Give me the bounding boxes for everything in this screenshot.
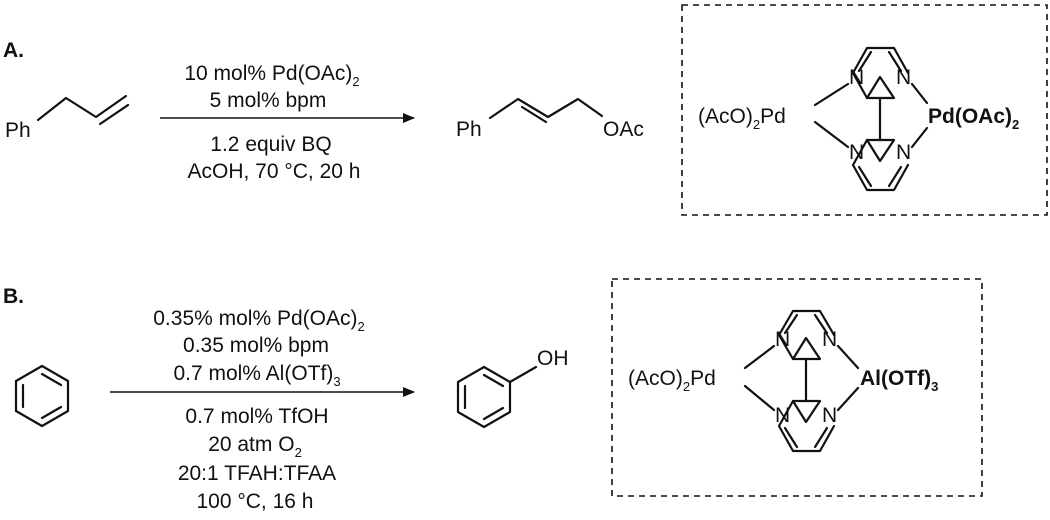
n-atom-b-ul: N	[775, 328, 790, 351]
panel-b-label: B.	[3, 285, 24, 308]
phenol: OH	[456, 347, 569, 429]
upper-pyrimidine-double-bonds	[857, 50, 903, 73]
n-atom-lr: N	[896, 141, 911, 164]
cinnamyl-double-bond	[520, 105, 548, 124]
cinnamyl-ph-label: Ph	[456, 118, 482, 141]
lower-pyrimidine-b-bonds	[777, 399, 836, 453]
bpm-lower-bridge-bonds	[865, 138, 896, 163]
allyl-chain-bonds	[36, 94, 128, 122]
benzene-ring	[14, 364, 70, 428]
bpm-pd-al-complex: N N N N (AcO)2Pd Al(OTf)3	[611, 278, 983, 497]
conditions-a-line1: 10 mol% Pd(OAc)2	[184, 62, 359, 89]
al-label: Al(OTf)3	[860, 367, 938, 394]
phenol-oh-label: OH	[537, 347, 569, 370]
panel-a-label: A.	[3, 39, 24, 62]
conditions-b-line4: 0.7 mol% TfOH	[185, 405, 328, 428]
complex-a-box	[681, 4, 1048, 216]
conditions-b-line2: 0.35 mol% bpm	[183, 334, 329, 357]
panel-b: B. 0.35% mol% Pd(OAc)2 0.35 mol% bpm 0.7…	[3, 278, 983, 513]
conditions-a-line3: 1.2 equiv BQ	[210, 133, 331, 156]
benzene	[14, 364, 70, 428]
upper-pyrimidine-b-double-bonds	[783, 313, 829, 335]
n-atom-ll: N	[849, 141, 864, 164]
left-pd-label: (AcO)2Pd	[698, 105, 786, 132]
phenol-double-bonds	[463, 373, 505, 421]
al-coordination-bonds	[836, 344, 860, 412]
upper-pyrimidine-bonds	[851, 46, 910, 100]
lower-pyrimidine-bonds	[851, 138, 910, 192]
conditions-b-line6: 20:1 TFAH:TFAA	[178, 462, 336, 485]
complex-b-structure	[743, 309, 860, 453]
conditions-a-line2: 5 mol% bpm	[210, 89, 327, 112]
cinnamyl-chain-bonds	[488, 97, 604, 120]
allylbenzene: Ph	[5, 94, 130, 142]
bpm-b-bridge-bonds	[791, 336, 822, 361]
reaction-arrow-a: 10 mol% Pd(OAc)2 5 mol% bpm 1.2 equiv BQ…	[160, 62, 415, 183]
cinnamyl-acetate: Ph OAc	[456, 97, 644, 141]
conditions-b-line5: 20 atm O2	[208, 433, 302, 460]
allyl-double-bond	[98, 103, 130, 126]
phenol-c-o-bond	[508, 365, 538, 384]
conditions-a-line4: AcOH, 70 °C, 20 h	[188, 160, 361, 183]
n-atom-ur: N	[896, 66, 911, 89]
n-atom-ul: N	[849, 66, 864, 89]
n-atom-b-lr: N	[822, 404, 837, 427]
bpm-bridge-bonds	[865, 75, 896, 100]
panel-a: A. Ph 10 mol% Pd(OAc)2 5 mol% bpm 1.2 eq…	[3, 4, 1048, 216]
n-atom-b-ur: N	[822, 328, 837, 351]
left-pd-coordination-bonds	[813, 82, 850, 149]
complex-a-structure	[813, 46, 929, 192]
right-pd-label: Pd(OAc)2	[928, 105, 1019, 132]
benzene-double-bonds	[21, 372, 63, 420]
conditions-b-line3: 0.7 mol% Al(OTf)3	[173, 362, 340, 389]
reaction-arrow-b: 0.35% mol% Pd(OAc)2 0.35 mol% bpm 0.7 mo…	[110, 307, 415, 513]
right-pd-coordination-bonds	[910, 82, 929, 149]
pd-coordination-bonds-b	[743, 344, 776, 412]
lower-pyrimidine-b-double-bonds	[783, 426, 829, 449]
complex-b-box	[611, 278, 983, 497]
conditions-b-line1: 0.35% mol% Pd(OAc)2	[153, 307, 364, 334]
conditions-b-line7: 100 °C, 16 h	[197, 490, 314, 513]
n-atom-b-ll: N	[775, 404, 790, 427]
lower-pyrimidine-double-bonds	[857, 165, 903, 188]
pd-label-b: (AcO)2Pd	[628, 367, 716, 394]
cinnamyl-oac-label: OAc	[603, 118, 644, 141]
bpm-b-lower-bridge-bonds	[791, 399, 822, 424]
allylbenzene-ph-label: Ph	[5, 119, 31, 142]
bpm-pd-pd-complex: N N N N (AcO)2Pd Pd(OAc)2	[681, 4, 1048, 216]
upper-pyrimidine-b-bonds	[777, 309, 836, 361]
